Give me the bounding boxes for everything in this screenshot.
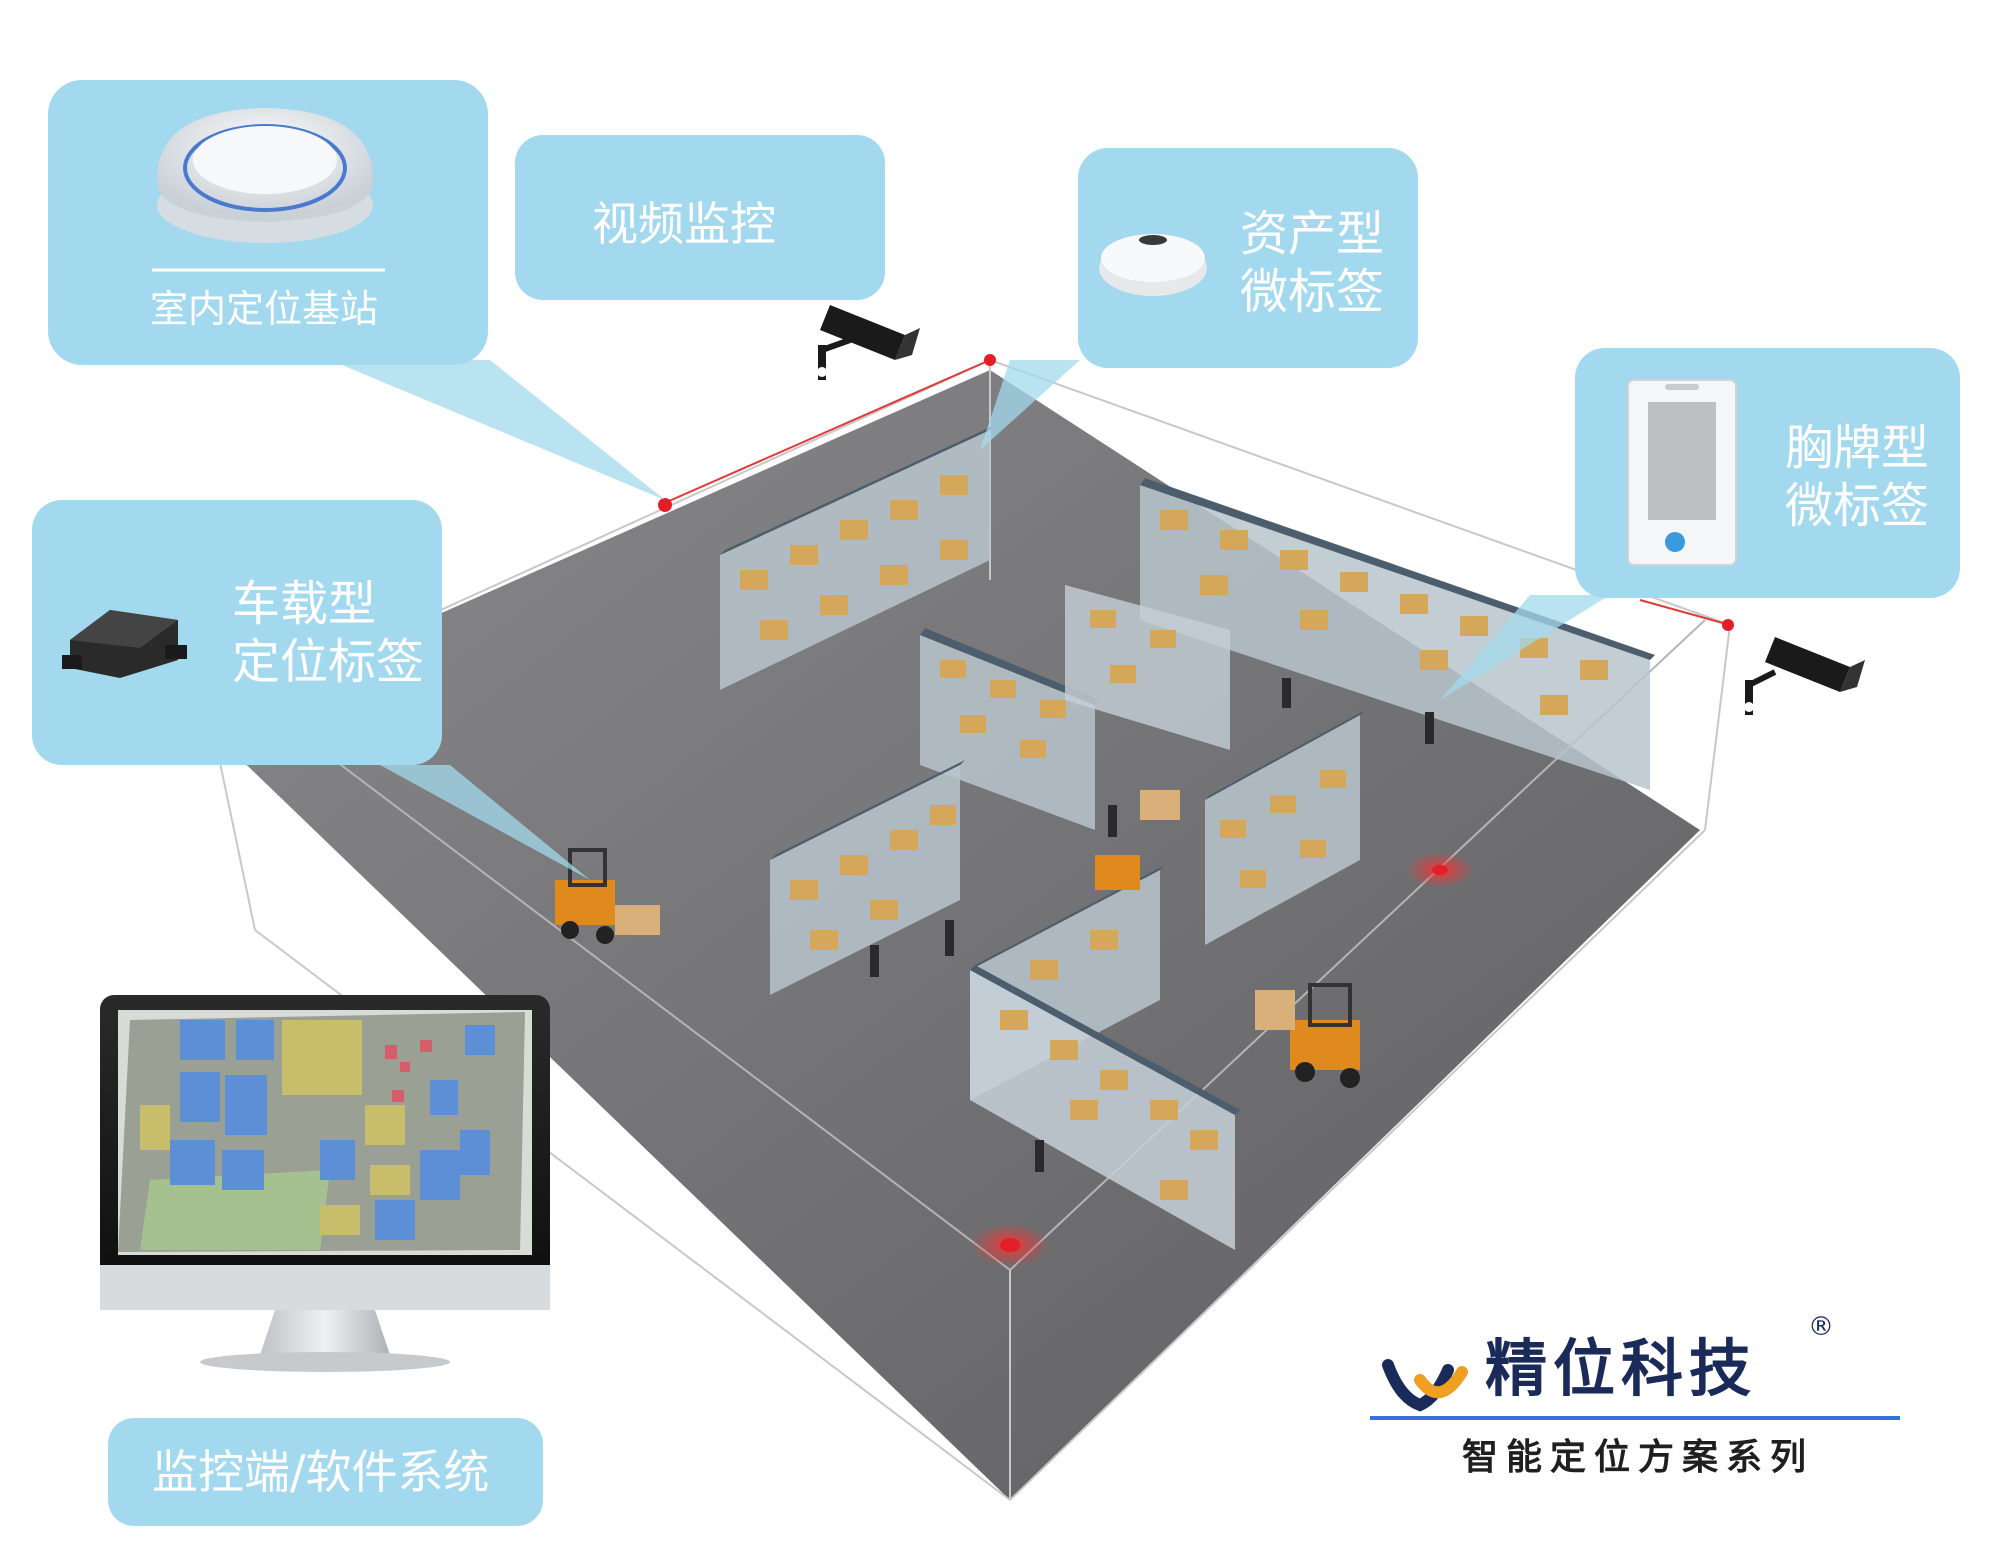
vehicle-tag-label-line1: 车载型 bbox=[232, 576, 377, 632]
badge-tag-label-line2: 微标签 bbox=[1785, 478, 1930, 534]
forklift-left bbox=[555, 848, 660, 944]
brand-tagline: 智能定位方案系列 bbox=[1462, 1437, 1815, 1478]
brand-logo-icon bbox=[1382, 1359, 1468, 1412]
vehicle-tag-device-icon bbox=[62, 610, 187, 678]
callout-pointers bbox=[330, 360, 1610, 880]
callout-vehicle-tag bbox=[32, 500, 442, 765]
software-map-screen bbox=[118, 1012, 525, 1252]
forklift-right bbox=[1255, 983, 1360, 1088]
video-monitor-label: 视频监控 bbox=[592, 197, 776, 251]
floor-alarm-points bbox=[970, 852, 1474, 1267]
shelf-rack-left-center bbox=[770, 760, 965, 995]
base-station-device-icon bbox=[157, 108, 373, 243]
asset-tag-label-line1: 资产型 bbox=[1240, 206, 1385, 262]
brand-name: 精位科技 bbox=[1485, 1332, 1758, 1405]
shelf-rack-l-shape bbox=[970, 865, 1240, 1250]
shelf-rack-right-center bbox=[1205, 710, 1365, 945]
badge-tag-label-line1: 胸牌型 bbox=[1785, 420, 1930, 476]
base-station-label: 室内定位基站 bbox=[150, 287, 379, 331]
callout-monitor-system bbox=[108, 1418, 543, 1526]
callout-asset-tag bbox=[1078, 148, 1418, 368]
asset-tag-label-line2: 微标签 bbox=[1240, 264, 1385, 320]
base-station-nodes bbox=[658, 354, 1734, 631]
monitor-system-label: 监控端/软件系统 bbox=[152, 1445, 490, 1499]
asset-tag-device-icon bbox=[1099, 234, 1207, 296]
cctv-camera-right-icon bbox=[1744, 637, 1865, 715]
badge-tag-device-icon bbox=[1627, 379, 1737, 566]
registered-mark: ® bbox=[1808, 1312, 1834, 1342]
workers bbox=[870, 678, 1434, 1172]
shelf-rack-back-left bbox=[720, 425, 995, 690]
shelf-rack-center-top bbox=[920, 628, 1100, 830]
shelf-rack-center-mid bbox=[1065, 585, 1230, 750]
callout-video-monitor bbox=[515, 135, 885, 300]
cctv-camera-top-icon bbox=[817, 305, 920, 380]
vehicle-tag-label-line2: 定位标签 bbox=[232, 634, 425, 690]
forklift-center bbox=[1095, 790, 1180, 890]
red-sensor-lines bbox=[659, 359, 1731, 626]
